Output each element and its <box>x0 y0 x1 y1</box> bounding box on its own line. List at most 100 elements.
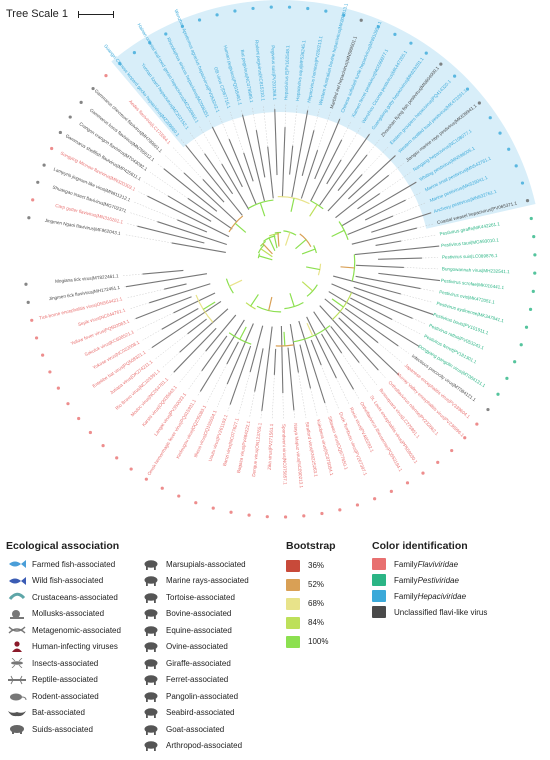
host-marker-icon <box>475 422 479 426</box>
ecological-legend-label: Insects-associated <box>32 658 99 668</box>
seabird-icon <box>140 707 162 719</box>
host-marker-icon <box>88 430 92 435</box>
tip-branch <box>347 215 394 235</box>
tip-branch <box>341 181 417 227</box>
tip-branch <box>249 325 264 373</box>
bootstrap-swatch <box>286 597 300 610</box>
host-marker-icon <box>27 216 31 220</box>
leaf-guide-line <box>143 181 169 197</box>
host-marker-icon <box>393 32 397 36</box>
leaf-guide-line <box>148 347 153 350</box>
leaf-label: Hepacivirus equi|MF536245.1 <box>295 40 307 102</box>
ecological-legend-label: Arthropod-associated <box>166 741 243 751</box>
ecological-legend-item: Farmed fish-associated <box>6 556 156 573</box>
host-marker-icon <box>488 116 492 120</box>
tip-branch <box>377 257 422 260</box>
tick-icon <box>140 740 162 752</box>
bootstrap-legend-item: 100% <box>286 632 376 651</box>
tip-branch <box>164 283 187 290</box>
tip-branch <box>163 168 218 212</box>
host-marker-icon <box>30 318 34 322</box>
host-marker-icon <box>31 198 35 202</box>
host-marker-icon <box>26 300 30 304</box>
host-marker-icon <box>531 289 535 293</box>
tip-branch <box>183 172 238 223</box>
tip-branch <box>185 144 243 216</box>
host-marker-icon <box>148 41 152 45</box>
cow-icon <box>140 608 162 620</box>
tip-branch <box>314 118 341 180</box>
bootstrap-label: 52% <box>308 580 325 589</box>
host-marker-icon <box>507 147 511 151</box>
tree-scale-label: Tree Scale 1 <box>6 8 68 20</box>
ecological-legend-item: Bovine-associated <box>140 606 280 623</box>
host-marker-icon <box>180 24 185 29</box>
tip-branch <box>202 179 225 203</box>
sheep-icon <box>140 641 162 653</box>
bootstrap-legend-item: 52% <box>286 575 376 594</box>
tip-branch <box>261 326 273 411</box>
tip-branch <box>310 339 322 366</box>
leaf-label: Ntaya Mapuz virus|NC090213.1 <box>293 423 304 489</box>
ecological-legend-label: Rodent-associated <box>32 691 99 701</box>
bootstrap-label: 36% <box>308 561 325 570</box>
internal-branch <box>309 204 318 217</box>
tip-branch <box>353 286 434 316</box>
rodent-icon <box>6 690 28 702</box>
tip-branch <box>179 308 229 353</box>
fish-icon <box>6 575 28 587</box>
leaf-guide-line <box>156 162 164 169</box>
internal-branch <box>306 322 314 337</box>
tip-branch <box>187 197 233 230</box>
host-marker-icon <box>486 407 490 412</box>
host-marker-icon <box>524 325 529 329</box>
leaf-guide-line <box>229 112 244 153</box>
tip-branch <box>351 227 417 245</box>
leaf-guide-line <box>129 212 158 222</box>
leaf-guide-line <box>336 377 350 405</box>
leaf-guide-line <box>366 139 380 156</box>
host-marker-icon <box>453 74 457 78</box>
tip-branch <box>177 219 208 233</box>
ecological-legend-item: Ovine-associated <box>140 639 280 656</box>
tip-branch <box>135 296 192 320</box>
ecological-legend-item: Bat-associated <box>6 705 156 722</box>
tip-branch <box>255 130 266 178</box>
dna-icon <box>6 624 28 636</box>
host-marker-icon <box>477 101 481 105</box>
ecological-legend-item: Giraffe-associated <box>140 655 280 672</box>
host-marker-icon <box>342 13 346 17</box>
leaf-guide-line <box>412 318 426 325</box>
leaf-guide-line <box>132 318 136 320</box>
color-legend-label: Unclassified flavi-like virus <box>394 607 488 617</box>
lizard-icon <box>6 674 28 686</box>
host-marker-icon <box>525 199 530 203</box>
leaf-label: Spondweni virus|NC075857.1 <box>281 424 287 485</box>
host-marker-icon <box>233 9 237 13</box>
host-marker-icon <box>104 74 108 78</box>
family-color-swatch <box>372 558 386 570</box>
host-marker-icon <box>36 180 40 184</box>
tip-branch <box>205 314 237 352</box>
tip-branch <box>280 325 284 393</box>
leaf-label: Pestivirus ferret|PV181301.1 <box>423 333 478 364</box>
leaf-guide-line <box>313 108 320 131</box>
ecological-legend-item: Human-infecting viruses <box>6 639 156 656</box>
tortoise-icon <box>140 591 162 603</box>
leaf-guide-line <box>187 370 202 391</box>
ecological-legend-label: Pangolin-associated <box>166 691 239 701</box>
leaf-guide-line <box>172 146 204 180</box>
host-marker-icon <box>520 181 525 185</box>
leaf-guide-line <box>137 312 174 331</box>
host-marker-icon <box>265 515 269 519</box>
color-legend-prefix: Family <box>394 559 418 569</box>
tip-branch <box>274 109 278 176</box>
host-marker-icon <box>129 467 133 471</box>
tip-branch <box>287 347 295 411</box>
tip-branch <box>371 212 432 233</box>
leaf-guide-line <box>170 372 174 376</box>
tip-branch <box>281 127 286 198</box>
leaf-guide-line <box>162 352 180 368</box>
insect-icon <box>6 657 28 669</box>
bootstrap-swatch <box>286 578 300 591</box>
